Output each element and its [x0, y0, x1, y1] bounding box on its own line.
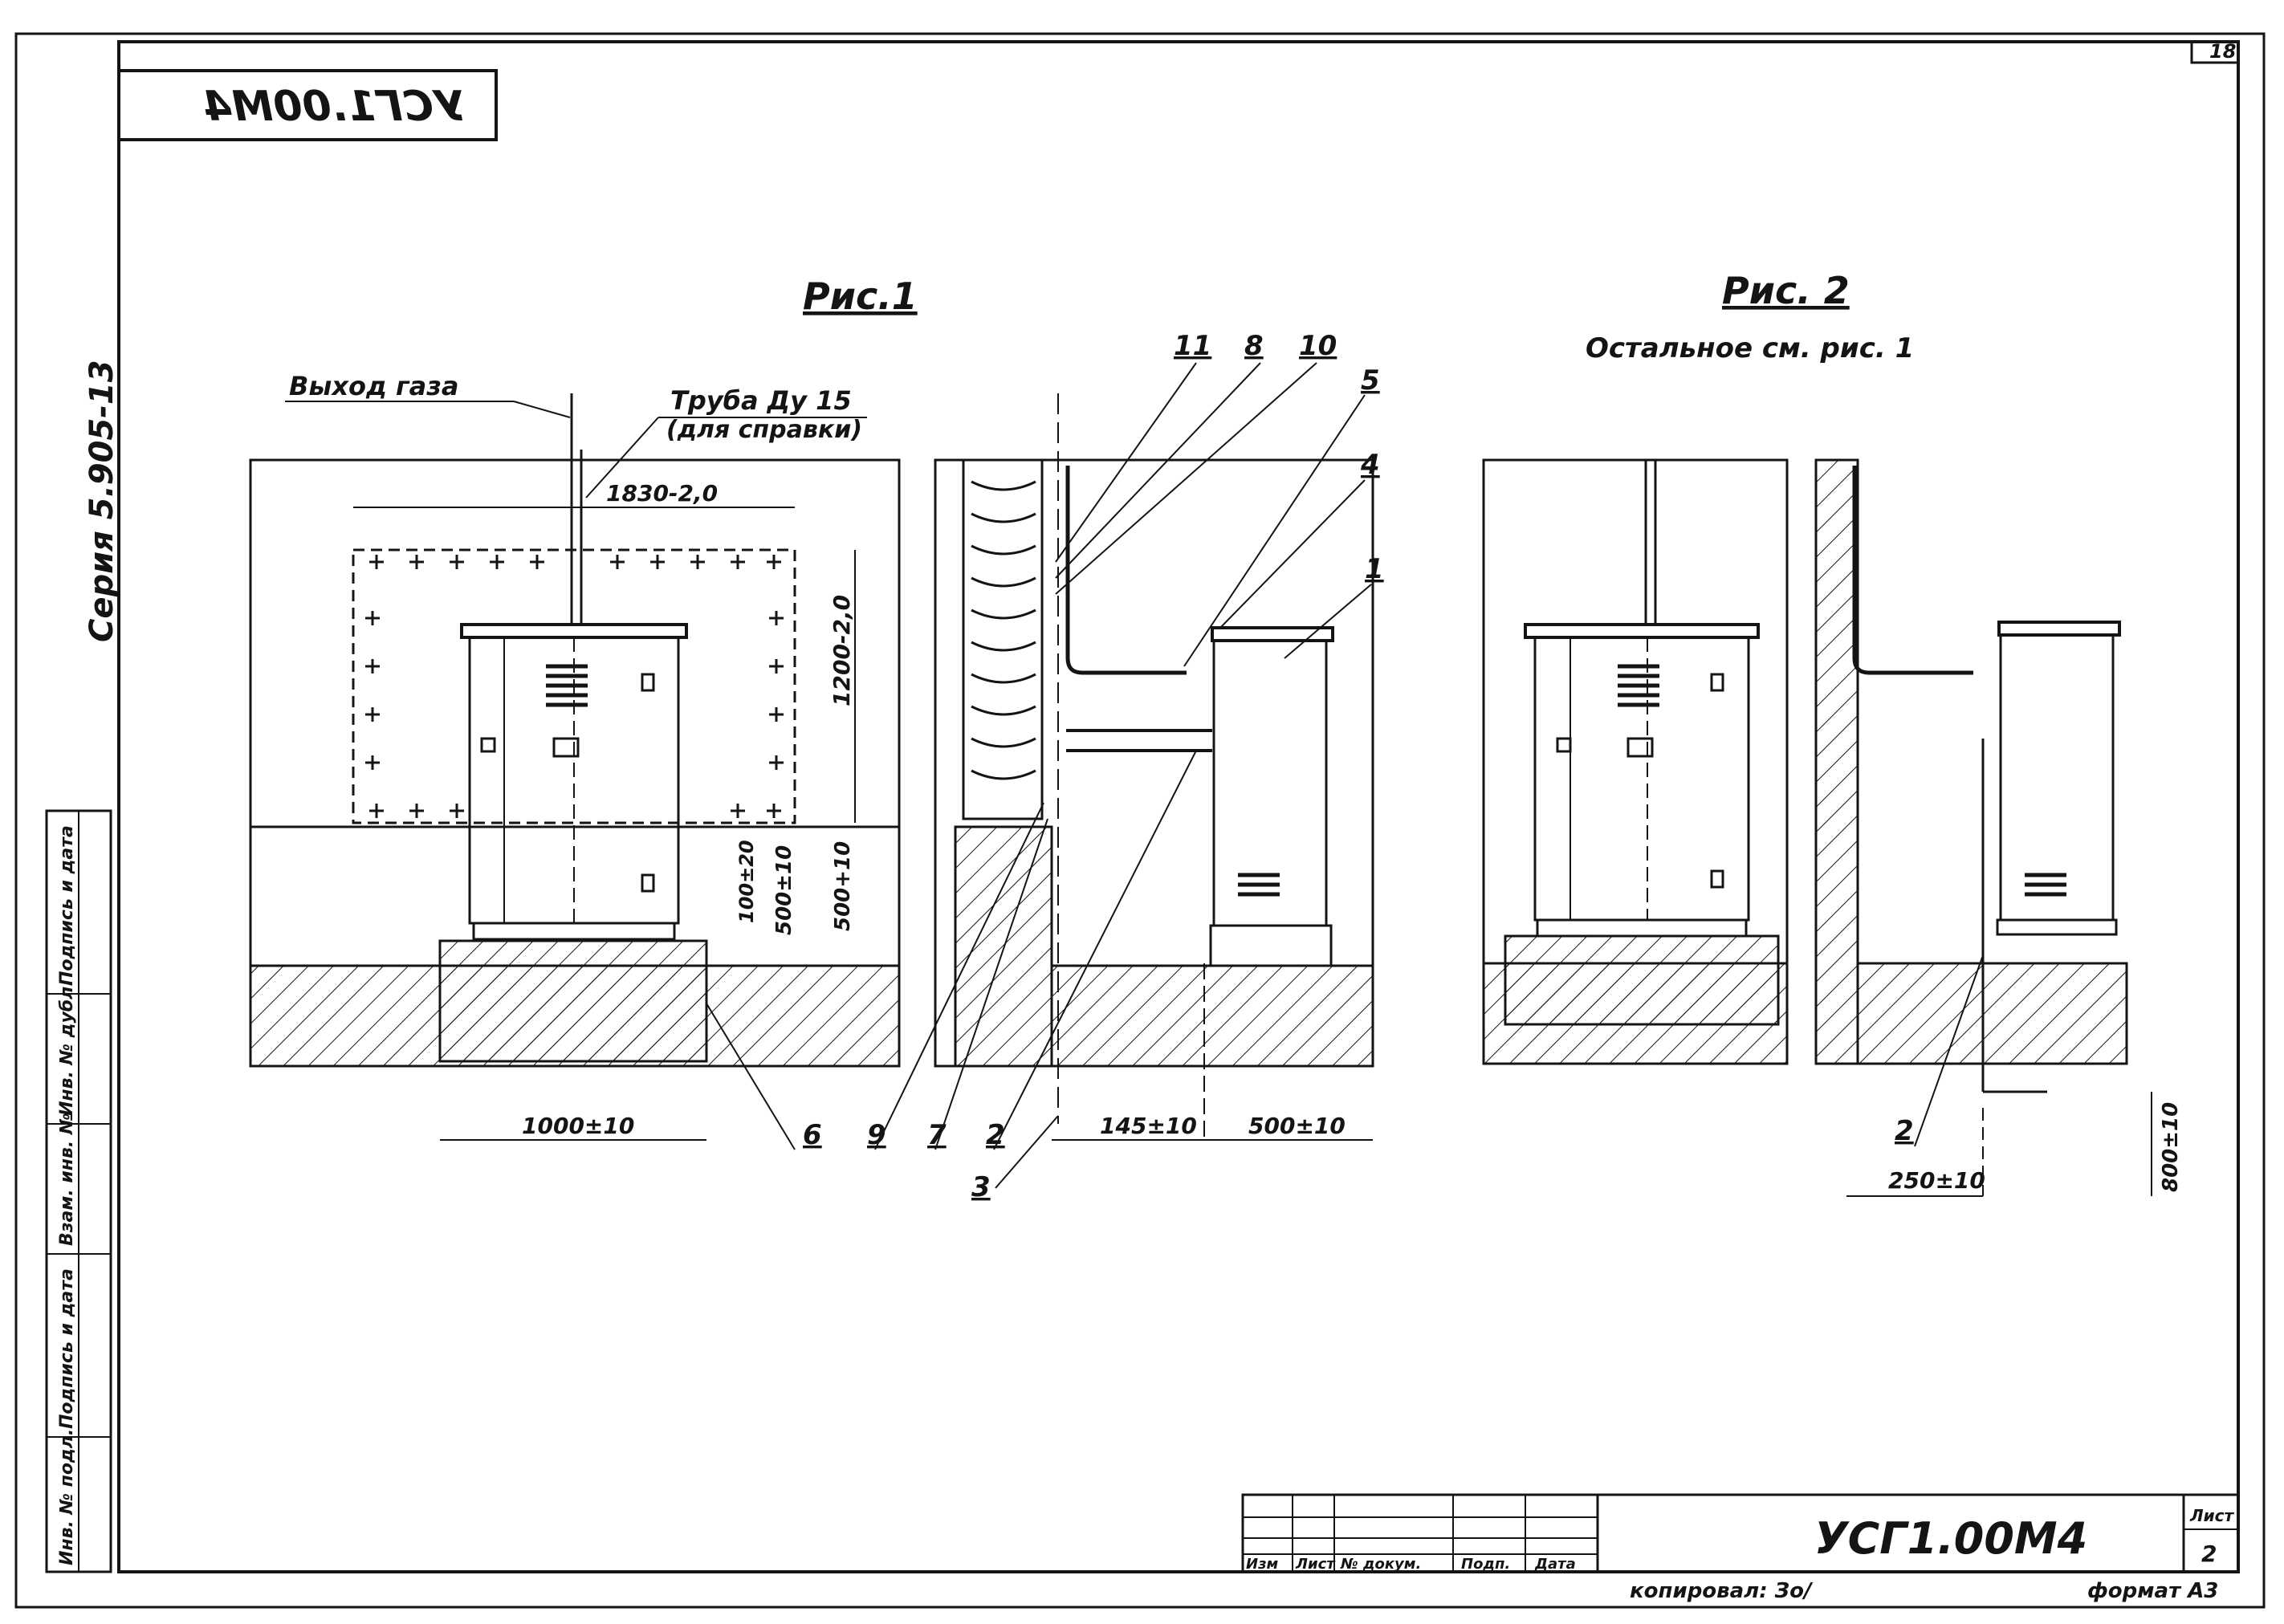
bottom-stamp — [1241, 1493, 2240, 1573]
side-stamp-4: Инв. № дубл. — [57, 979, 77, 1116]
page-number: 18 — [2209, 40, 2236, 63]
fig1-side-ground — [954, 825, 1053, 1068]
sheet-number: 2 — [2201, 1541, 2217, 1567]
fig2-dim-right: 800±10 — [2159, 1102, 2183, 1192]
fig2-subtitle: Остальное см. рис. 1 — [1586, 332, 1914, 364]
pipe-label-1: Труба Ду 15 — [670, 385, 852, 416]
stamp-header-date: Дата — [1534, 1556, 1576, 1573]
dim-offset-2: 500±10 — [1248, 1113, 1346, 1139]
callout-8: 8 — [1244, 330, 1264, 362]
fig2-dim-bottom: 250±10 — [1888, 1167, 1985, 1194]
callout-2: 2 — [986, 1119, 1005, 1151]
callout-4: 4 — [1360, 449, 1380, 481]
stamp-code: УСГ1.00М4 — [1814, 1513, 2087, 1564]
stamp-header-sign: Подп. — [1461, 1556, 1510, 1573]
side-stamp-1: Инв. № подл. — [57, 1429, 77, 1565]
fig1-insulation — [962, 458, 1044, 820]
dim-width-plate: 1830-2,0 — [606, 480, 718, 507]
series-label: Серия 5.905-13 — [83, 360, 120, 642]
stamp-header-izm: Изм — [1246, 1556, 1279, 1573]
dim-small: 100±20 — [735, 840, 758, 923]
fig1-cabinet-front — [460, 623, 688, 941]
page-number-box — [2190, 40, 2240, 64]
callout-9: 9 — [867, 1119, 886, 1151]
callout-11: 11 — [1174, 330, 1211, 362]
stamp-header-list: Лист — [1295, 1556, 1336, 1573]
plate-crosses — [365, 555, 784, 818]
fig2-cabinet-side — [1981, 621, 2121, 1093]
gas-outlet-label: Выход газа — [289, 371, 458, 401]
fig1-base-block — [438, 939, 708, 1063]
title-code-mirrored: УСГ1.00М4 — [202, 83, 466, 131]
format-label: формат А3 — [2087, 1579, 2218, 1603]
fig2-floor-side — [1856, 962, 2128, 1065]
sheet-label: Лист — [2189, 1506, 2234, 1525]
fig2-callout-2: 2 — [1895, 1115, 1914, 1147]
callout-10: 10 — [1299, 330, 1337, 362]
fig1-side-floor — [1050, 964, 1374, 1068]
stamp-header-doc: № докум. — [1340, 1556, 1421, 1573]
side-stamp-5: Подпись и дата — [57, 825, 77, 986]
pipe-label-2: (для справки) — [666, 416, 862, 444]
side-stamp-2: Подпись и дата — [57, 1268, 77, 1429]
dim-offset-1: 145±10 — [1100, 1113, 1197, 1139]
copied-by: копировал: Зо/ — [1630, 1579, 1814, 1603]
side-stamp: Инв. № подл. Подпись и дата Взам. инв. №… — [45, 809, 112, 1573]
callout-1: 1 — [1365, 553, 1384, 585]
fig1-cabinet-side — [1203, 626, 1334, 1140]
callout-3: 3 — [971, 1171, 991, 1203]
outer-frame — [14, 32, 2266, 1609]
title-code-box — [117, 69, 498, 141]
fig2-base-front — [1504, 934, 1780, 1026]
fig2-cabinet-front — [1524, 623, 1760, 938]
dim-base-width: 1000±10 — [522, 1113, 634, 1139]
dim-height-cabinet: 500+10 — [831, 841, 855, 931]
callout-6: 6 — [803, 1119, 822, 1151]
fig2-wall-side — [1814, 458, 1859, 1065]
dim-height-plate: 1200-2,0 — [829, 595, 855, 706]
fig2-title: Рис. 2 — [1722, 269, 1850, 312]
dim-height-base: 500±10 — [772, 845, 796, 935]
side-stamp-3: Взам. инв. № — [57, 1113, 77, 1246]
callout-5: 5 — [1361, 364, 1380, 397]
fig1-mount-plate — [352, 548, 796, 824]
inner-frame — [117, 40, 2240, 1573]
fig1-title: Рис.1 — [803, 275, 918, 318]
